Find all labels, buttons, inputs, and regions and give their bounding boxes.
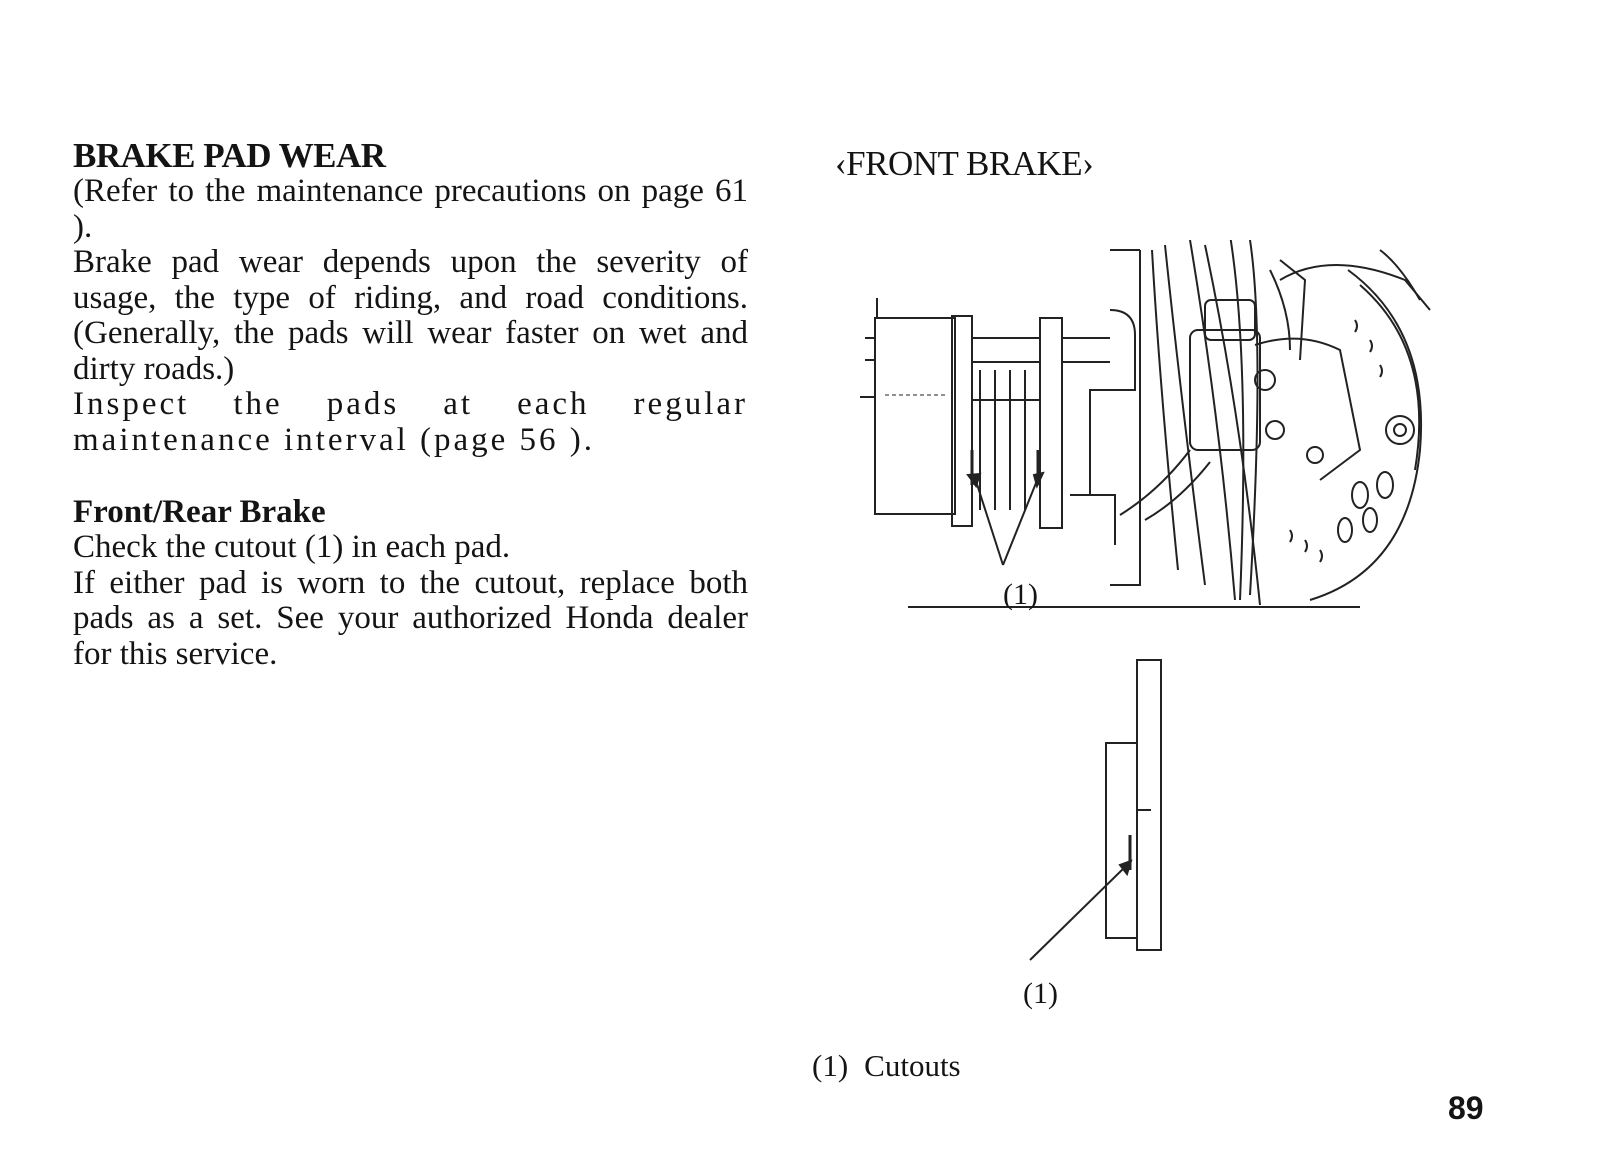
cutout-arrow-bottom: [1029, 866, 1126, 961]
figure-title: ‹FRONT BRAKE›: [835, 144, 1094, 183]
figure-legend: (1) Cutouts: [812, 1048, 961, 1084]
cutout-callout-bottom: (1): [1023, 977, 1058, 1010]
paragraph-precautions: (Refer to the maintenance precautions on…: [73, 173, 748, 245]
paragraph-check-cutout: Check the cutout (1) in each pad.: [73, 529, 511, 565]
pad-side-illustration: [1029, 659, 1162, 961]
cutout-arrow-top-right: [1002, 477, 1039, 566]
pad-lining: [1105, 742, 1138, 939]
brake-pad-left-backing: [874, 317, 956, 515]
pad-backing-plate: [1136, 659, 1162, 951]
brake-pad-left-plate: [951, 315, 973, 527]
paragraph-inspect: Inspect the pads at each regular mainten…: [73, 386, 748, 458]
brake-pad-right-plate: [1039, 317, 1063, 529]
cutout-arrow-top-left: [974, 477, 1004, 566]
paragraph-wear-factors: Brake pad wear depends upon the severity…: [73, 244, 748, 387]
cutout-callout-top: (1): [1003, 578, 1038, 611]
front-brake-illustration: [860, 240, 1431, 608]
paragraph-replace-pads: If either pad is worn to the cutout, rep…: [73, 564, 748, 672]
subsection-title: Front/Rear Brake: [73, 494, 326, 530]
legend-label: Cutouts: [864, 1048, 961, 1083]
text-column: BRAKE PAD WEAR (Refer to the maintenance…: [73, 138, 748, 672]
section-title: BRAKE PAD WEAR: [73, 136, 386, 175]
legend-number: (1): [812, 1048, 849, 1083]
page-number: 89: [1448, 1090, 1484, 1126]
caliper-body: [1189, 329, 1261, 451]
